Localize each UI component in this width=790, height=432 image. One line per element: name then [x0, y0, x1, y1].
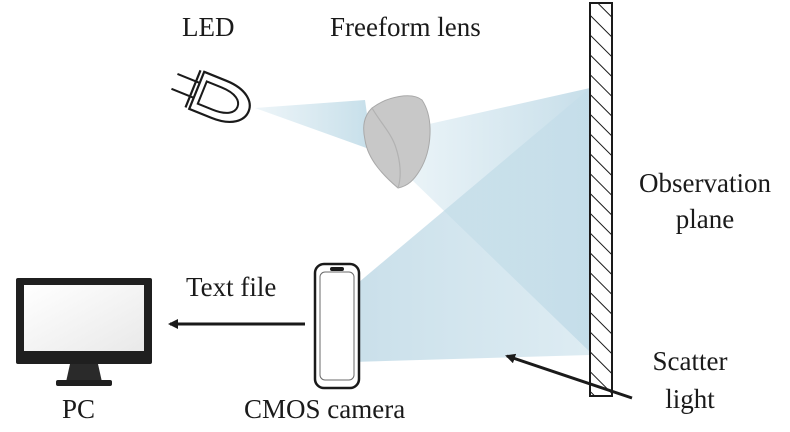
- led-to-lens-beam: [255, 100, 372, 150]
- text-file-label: Text file: [186, 272, 277, 302]
- led-label: LED: [182, 12, 235, 42]
- cmos-camera-icon: [313, 262, 361, 390]
- cmos-camera-label: CMOS camera: [244, 394, 406, 424]
- observation-plane-label-line1: Observation: [639, 168, 771, 198]
- freeform-lens-shape: [363, 95, 431, 189]
- wall-to-camera-beam: [352, 88, 590, 362]
- led-icon: [171, 69, 251, 123]
- scatter-light-arrow: [505, 353, 633, 400]
- freeform-lens-highlight: [371, 107, 401, 189]
- freeform-lens-label: Freeform lens: [330, 12, 481, 42]
- observation-plane-label-line2: plane: [675, 204, 735, 234]
- pc-monitor-icon: [16, 278, 152, 386]
- pc-label: PC: [62, 394, 96, 424]
- scatter-light-label-line2: light: [665, 384, 715, 414]
- scatter-light-label-line1: Scatter: [652, 346, 728, 376]
- observation-plane-wall: [589, 2, 613, 397]
